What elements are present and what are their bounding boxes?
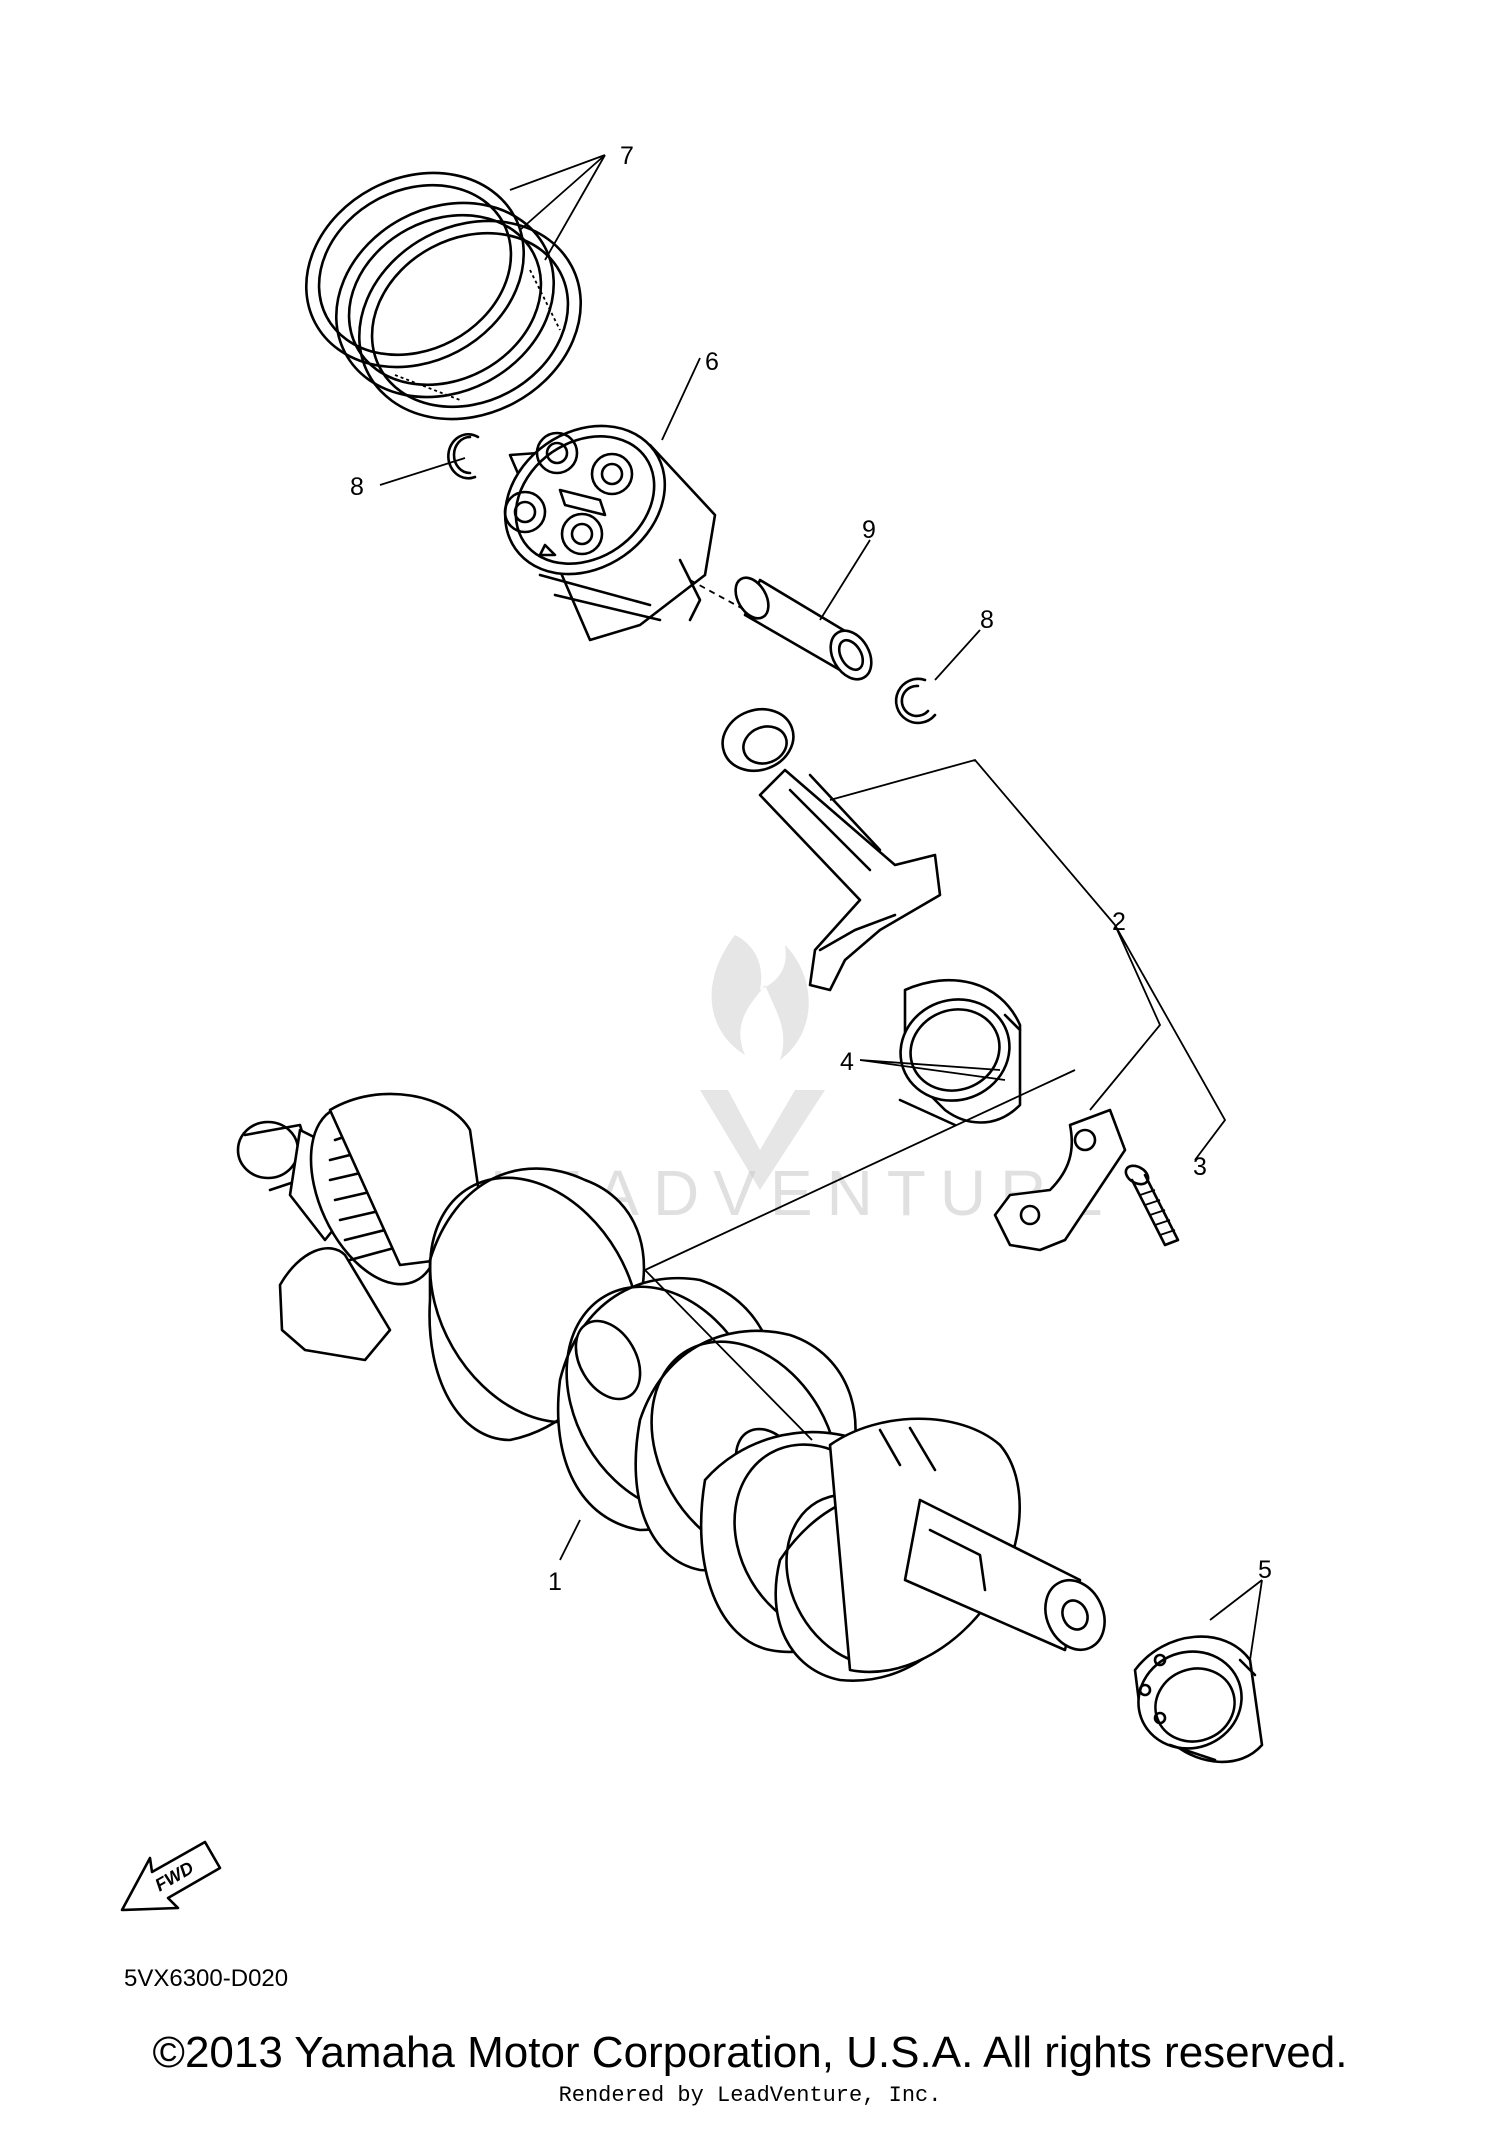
callout-5: 5 bbox=[1258, 1556, 1272, 1584]
crankshaft bbox=[236, 1092, 1106, 1682]
callout-6: 6 bbox=[705, 348, 719, 376]
callout-8-right: 8 bbox=[980, 606, 994, 634]
connecting-rod-cap bbox=[993, 1108, 1127, 1252]
rendered-by-credit: Rendered by LeadVenture, Inc. bbox=[558, 2083, 942, 2108]
callout-4: 4 bbox=[840, 1048, 854, 1076]
circlip-left bbox=[447, 432, 480, 480]
main-bearing bbox=[1133, 1635, 1264, 1764]
circlip-right bbox=[894, 677, 937, 725]
piston-ring-set bbox=[304, 171, 583, 421]
callout-8-left: 8 bbox=[350, 473, 364, 501]
con-rod-bolt bbox=[1124, 1164, 1180, 1247]
connecting-rod bbox=[721, 707, 942, 992]
leader-lines bbox=[379, 154, 1263, 1661]
fwd-arrow-icon: FWD bbox=[120, 1840, 222, 1912]
piston-pin bbox=[689, 576, 873, 681]
callout-labels: 7 6 8 9 8 2 3 4 1 5 bbox=[350, 142, 1272, 1596]
callout-2: 2 bbox=[1112, 908, 1126, 936]
callout-1: 1 bbox=[548, 1568, 562, 1596]
big-end-bearing bbox=[898, 978, 1022, 1127]
callout-3: 3 bbox=[1193, 1153, 1207, 1181]
diagram-code: 5VX6300-D020 bbox=[124, 1965, 288, 1992]
callout-9: 9 bbox=[862, 516, 876, 544]
copyright-notice: ©2013 Yamaha Motor Corporation, U.S.A. A… bbox=[152, 2028, 1348, 2077]
piston bbox=[503, 424, 717, 642]
callout-7: 7 bbox=[620, 142, 634, 170]
